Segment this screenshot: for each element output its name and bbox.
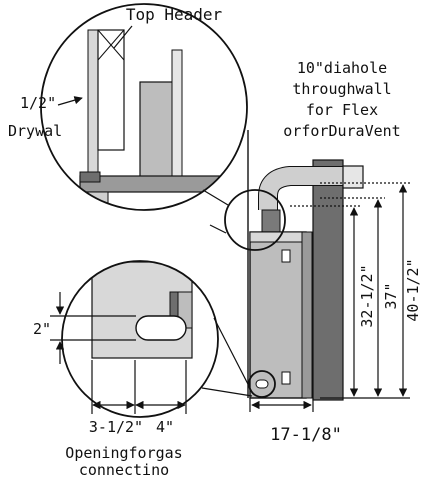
detail-circle-bottom [61,260,219,418]
hole-label-3: for Flex [306,101,378,119]
gas-opening-slot [135,315,187,341]
header-callout [224,189,286,251]
hole-label-4: orforDuraVent [283,122,400,140]
opening-label-2: connectino [79,461,169,479]
top-header-label: Top Header [126,5,223,24]
drywall-leader [57,96,83,106]
dim-17-label: 17-1/8" [270,425,342,445]
dim-2-label: 2" [33,320,51,338]
opening-label-1: Openingforgas [65,444,182,462]
dim-4-label: 4" [156,418,174,436]
drywall-size-label: 1/2" [20,94,56,112]
detail-circle-top [40,3,248,211]
top-header-block [97,29,125,151]
callout-leaders [201,189,253,397]
vent-pipe [259,167,345,210]
wall [312,159,344,401]
dim-17 [249,398,314,412]
main-side-view [224,130,364,401]
heater-cabinet [249,231,307,399]
drywall-label: Drywal [8,122,62,140]
dim-horizontal-opening [91,360,187,414]
dim-40-label: 40-1/2" [404,258,422,321]
dim-32-label: 32-1/2" [358,264,376,327]
hole-label-1: 10"diahole [297,59,387,77]
hole-label-2: throughwall [292,80,391,98]
vent-cap [342,165,364,189]
dim-2-inch [50,292,136,364]
top-header-leader [113,25,133,49]
dim-vertical [290,182,410,399]
dim-3-half-label: 3-1/2" [89,418,143,436]
dim-37-label: 37" [382,282,400,309]
gas-thread-detail [85,191,111,210]
gas-connection-callout [248,370,276,398]
